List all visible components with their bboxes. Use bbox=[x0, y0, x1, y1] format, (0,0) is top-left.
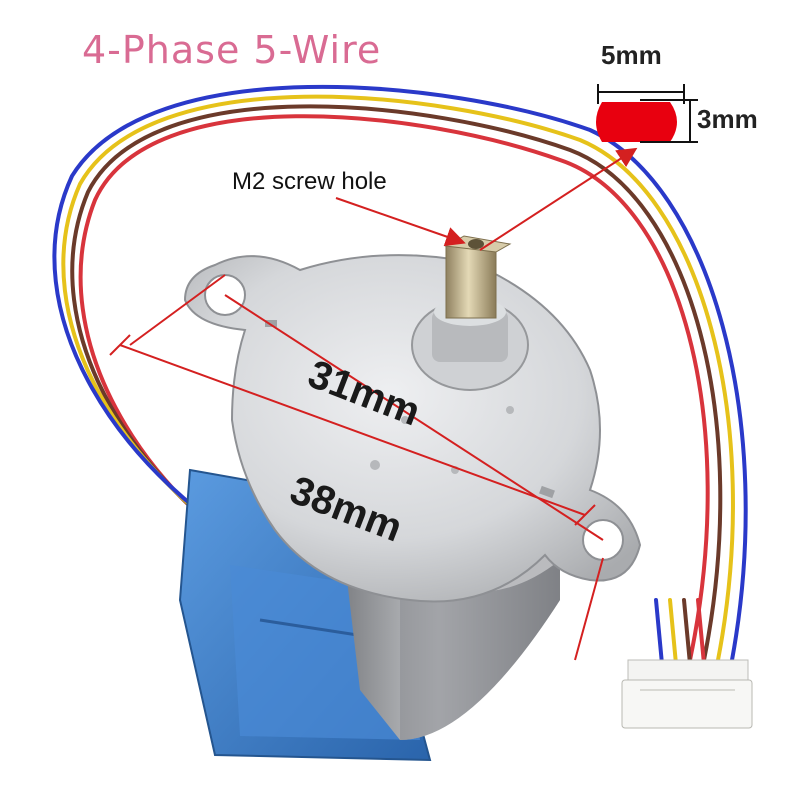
shaft-profile bbox=[596, 84, 698, 143]
screw-hole-label: M2 screw hole bbox=[232, 168, 387, 195]
screw-hole-pointer bbox=[335, 197, 466, 247]
dimension-38mm bbox=[129, 274, 604, 661]
shaft-thickness-label: 3mm bbox=[697, 104, 758, 134]
shaft-profile-pointer bbox=[479, 147, 638, 251]
wire-connector bbox=[621, 659, 753, 729]
shaft-width-label: 5mm bbox=[601, 40, 662, 70]
screw-hole bbox=[468, 239, 484, 249]
wire-bundle bbox=[52, 84, 748, 666]
dimension-31mm bbox=[109, 334, 596, 526]
product-title: 4-Phase 5-Wire bbox=[82, 28, 382, 72]
